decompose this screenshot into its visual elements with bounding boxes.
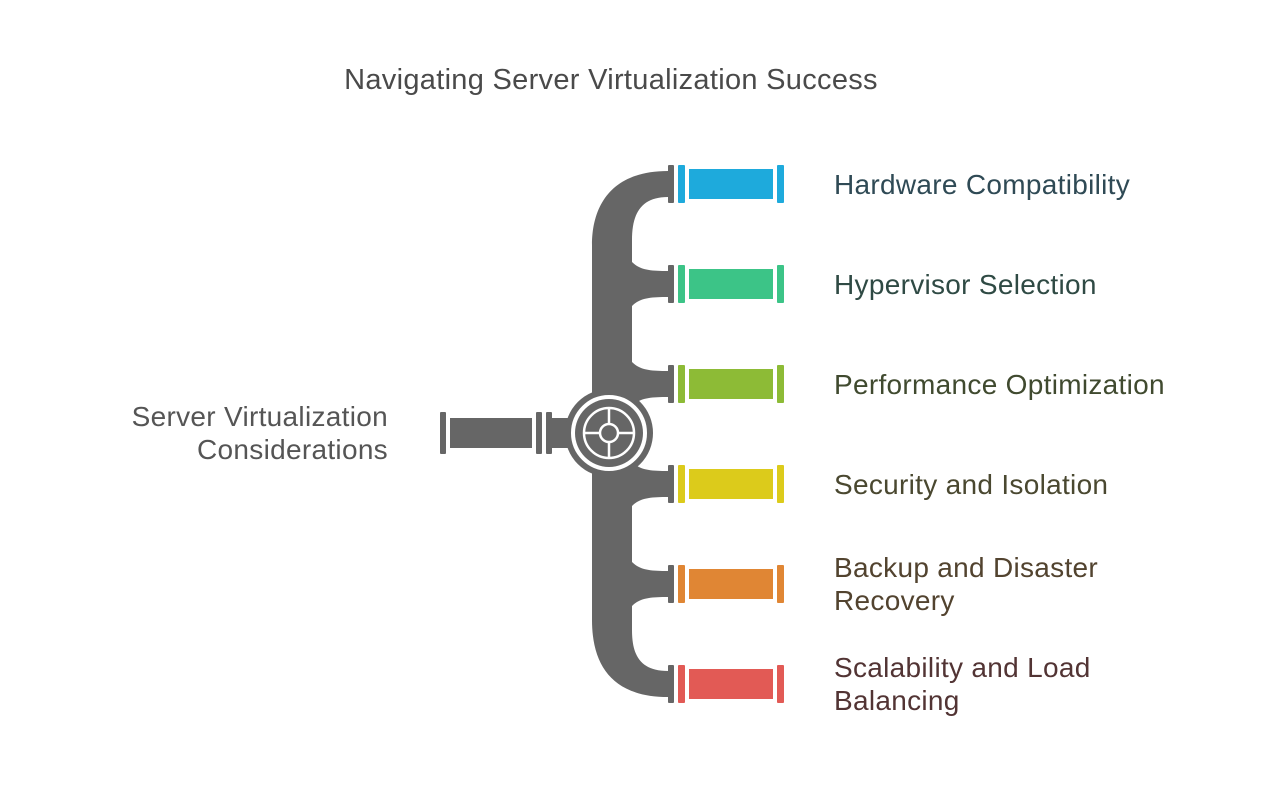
branch-ring: [678, 465, 685, 503]
branch-ring: [678, 265, 685, 303]
input-pipe-end-flange: [440, 412, 446, 454]
branch-pipe-segment: [689, 169, 773, 199]
branch-label-line: Performance Optimization: [834, 369, 1165, 400]
branch-end-cap: [777, 165, 784, 203]
branch-label-line: Security and Isolation: [834, 469, 1109, 500]
branch-flange: [668, 565, 674, 603]
branch-pipe-segment: [689, 569, 773, 599]
branch-flange: [668, 165, 674, 203]
branch-label-line: Scalability and Load: [834, 652, 1091, 683]
branch-label-2: Hypervisor Selection: [834, 268, 1097, 301]
source-label-line-2: Considerations: [197, 434, 388, 465]
branch-pipe-6: [668, 665, 784, 703]
branch-label-line: Backup and Disaster: [834, 552, 1099, 583]
junction-connector: [632, 362, 668, 406]
branch-ring: [678, 665, 685, 703]
branch-label-line: Hypervisor Selection: [834, 269, 1097, 300]
branch-end-cap: [777, 465, 784, 503]
valve-icon: [565, 389, 653, 477]
branch-ring: [678, 565, 685, 603]
source-label-line-1: Server Virtualization: [131, 401, 388, 432]
diagram-title: Navigating Server Virtualization Success: [344, 64, 878, 96]
branch-label-line: Hardware Compatibility: [834, 169, 1131, 200]
branch-label-line: Recovery: [834, 585, 955, 616]
branch-pipe-5: [668, 565, 784, 603]
branch-pipe-segment: [689, 369, 773, 399]
branch-label-4: Security and Isolation: [834, 468, 1108, 501]
branch-ring: [678, 165, 685, 203]
branch-pipe-4: [668, 465, 784, 503]
branch-flange: [668, 365, 674, 403]
junction-connector: [632, 562, 668, 606]
branch-label-line: Balancing: [834, 685, 960, 716]
branch-flange: [668, 665, 674, 703]
branch-pipe-segment: [689, 669, 773, 699]
branch-pipe-3: [668, 365, 784, 403]
input-pipe: [450, 418, 532, 448]
branch-end-cap: [777, 265, 784, 303]
branch-flange: [668, 265, 674, 303]
branch-pipe-2: [668, 265, 784, 303]
junction-connector: [632, 262, 668, 306]
branch-ring: [678, 365, 685, 403]
junction-connector: [632, 462, 668, 506]
branch-flange: [668, 465, 674, 503]
branch-pipe-segment: [689, 269, 773, 299]
branch-pipe-1: [668, 165, 784, 203]
branch-end-cap: [777, 565, 784, 603]
branch-label-1: Hardware Compatibility: [834, 168, 1130, 201]
input-pipe-flange: [546, 412, 552, 454]
input-pipe-flange: [536, 412, 542, 454]
source-label: Server Virtualization Considerations: [132, 400, 388, 466]
branch-end-cap: [777, 365, 784, 403]
branch-pipe-segment: [689, 469, 773, 499]
branch-end-cap: [777, 665, 784, 703]
branch-pipes: [668, 165, 784, 703]
branch-label-3: Performance Optimization: [834, 368, 1165, 401]
